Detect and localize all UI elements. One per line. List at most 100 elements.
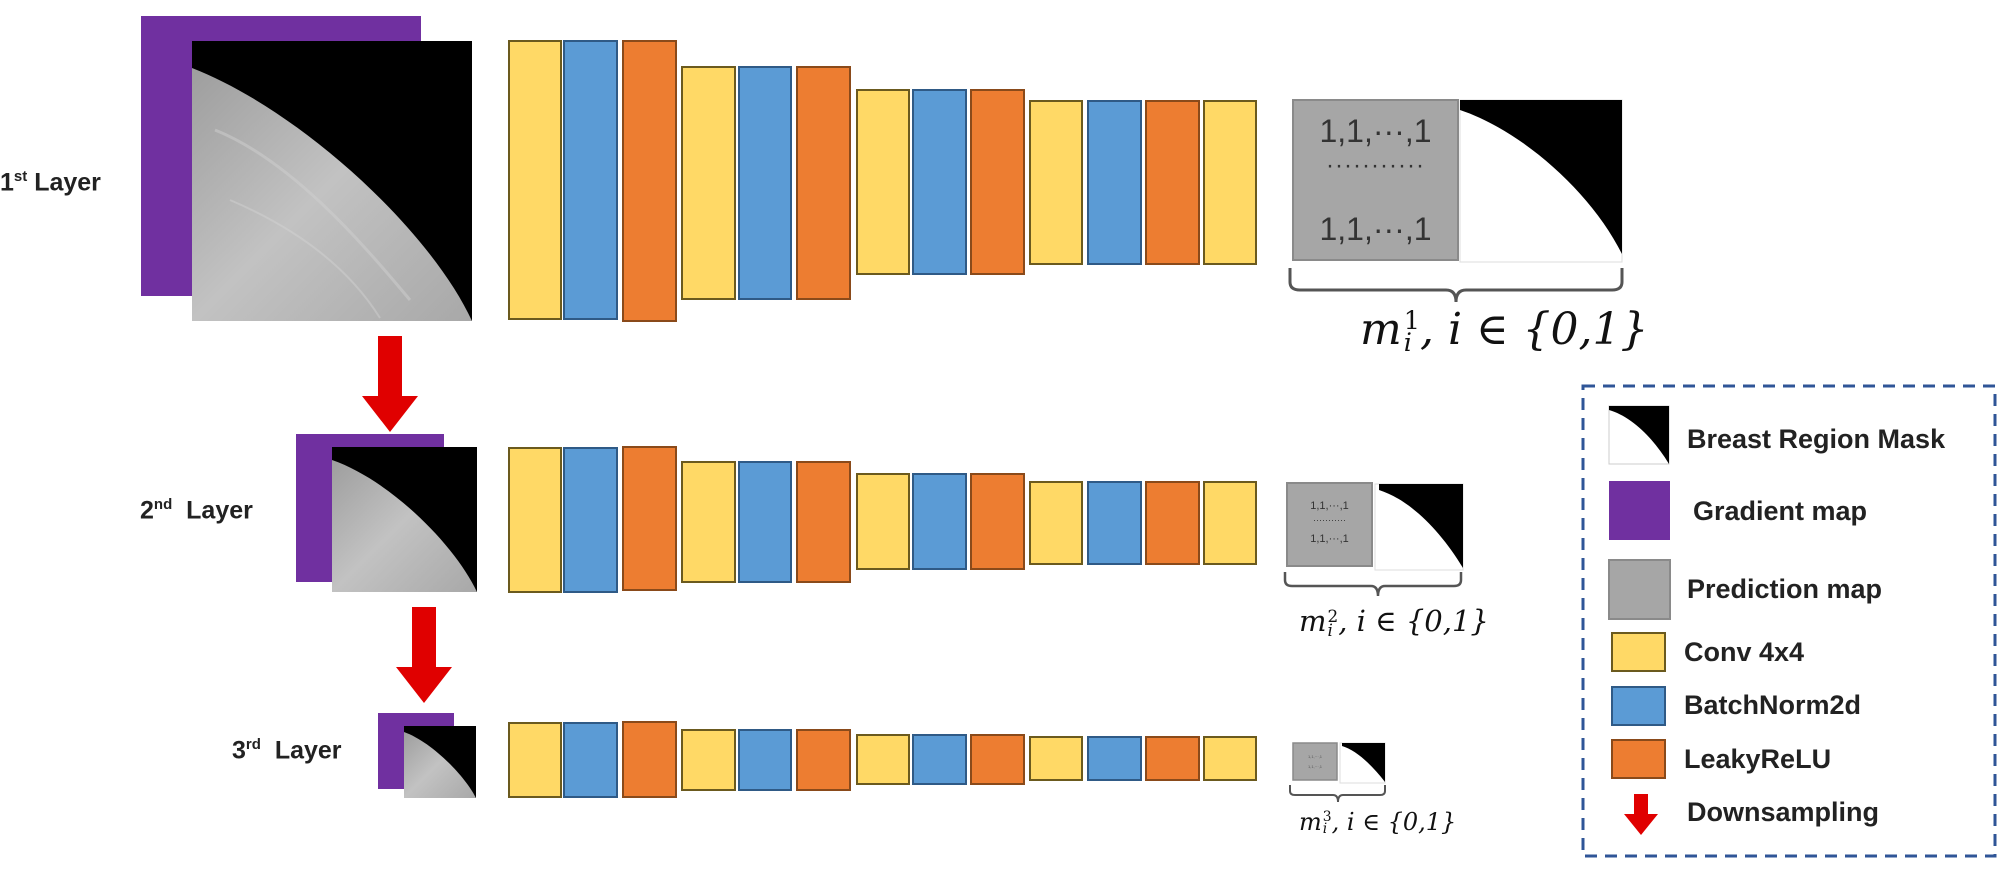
layer2-batchnorm-block-2 bbox=[563, 447, 618, 593]
mask-label-1-sub: i bbox=[1403, 327, 1412, 358]
layer2-conv-block-1 bbox=[508, 447, 562, 593]
layer1-leakyrelu-block-6 bbox=[796, 66, 851, 300]
mammogram-2 bbox=[332, 447, 477, 592]
layer1-batchnorm-block-8 bbox=[912, 89, 967, 275]
layer1-leakyrelu-block-9 bbox=[970, 89, 1025, 275]
layer3-blocks bbox=[508, 721, 1257, 798]
prediction-row-bottom-1: 1,1,···,1 bbox=[1319, 211, 1432, 247]
prediction-map-2 bbox=[1286, 482, 1373, 567]
layer3-batchnorm-block-5 bbox=[738, 729, 792, 791]
mask-label-1-rest: , i ∈ {0,1} bbox=[1419, 304, 1649, 355]
mammogram-1 bbox=[192, 41, 472, 321]
mask-label-2-m: m bbox=[1299, 604, 1327, 638]
prediction-row-top-1: 1,1,···,1 bbox=[1319, 113, 1432, 149]
legend-label-conv: Conv 4x4 bbox=[1684, 637, 1805, 667]
legend bbox=[1581, 384, 1997, 858]
mask-label-2-sub: i bbox=[1327, 620, 1333, 640]
layer2-conv-block-7 bbox=[856, 473, 910, 570]
layer-1-suffix: st bbox=[13, 168, 28, 185]
layer1-blocks bbox=[508, 40, 1257, 322]
brace-1 bbox=[1288, 268, 1624, 303]
layer1-conv-block-13 bbox=[1203, 100, 1257, 265]
legend-border bbox=[1581, 384, 1997, 858]
layer2-input bbox=[296, 434, 477, 592]
layer2-conv-block-4 bbox=[681, 461, 736, 583]
layer3-conv-block-13 bbox=[1203, 736, 1257, 781]
layer3-batchnorm-block-8 bbox=[912, 734, 967, 785]
prediction-dots-1: ··········· bbox=[1326, 152, 1425, 179]
downsampling-arrow-2 bbox=[396, 607, 452, 703]
layer-3-suffix: rd bbox=[245, 736, 261, 753]
prediction-row-bottom-2: 1,1,···,1 bbox=[1310, 533, 1349, 545]
orange-rect-icon bbox=[1611, 739, 1666, 779]
layer1-conv-block-4 bbox=[681, 66, 736, 300]
prediction-map-1 bbox=[1292, 99, 1459, 261]
layer2-leakyrelu-block-6 bbox=[796, 461, 851, 583]
layer-label-1: 1st Layer bbox=[0, 168, 101, 197]
layer-3-ordinal: 3 bbox=[232, 736, 246, 765]
legend-label-leakyrelu: LeakyReLU bbox=[1684, 744, 1832, 774]
mammogram-3 bbox=[404, 726, 476, 798]
layer2-batchnorm-block-11 bbox=[1087, 481, 1142, 565]
mask-label-3-sub: i bbox=[1322, 820, 1328, 837]
legend-label-gradient: Gradient map bbox=[1693, 496, 1868, 526]
mask-label-2-sup: 2 bbox=[1327, 605, 1339, 626]
layer3-leakyrelu-block-6 bbox=[796, 729, 851, 791]
mask-icon bbox=[1608, 405, 1670, 465]
layer-1-word: Layer bbox=[34, 168, 101, 197]
layer2-batchnorm-block-8 bbox=[912, 473, 967, 570]
layer1-batchnorm-block-5 bbox=[738, 66, 792, 300]
layer2-leakyrelu-block-9 bbox=[970, 473, 1025, 570]
layer1-batchnorm-block-11 bbox=[1087, 100, 1142, 265]
layer1-leakyrelu-block-12 bbox=[1145, 100, 1200, 265]
layer3-conv-block-10 bbox=[1029, 736, 1083, 781]
layer3-conv-block-4 bbox=[681, 729, 736, 791]
layer3-conv-block-7 bbox=[856, 734, 910, 785]
legend-label-batchnorm: BatchNorm2d bbox=[1684, 690, 1862, 720]
layer3-batchnorm-block-11 bbox=[1087, 736, 1142, 781]
prediction-row-bottom-3: 1,1,···,1 bbox=[1307, 764, 1322, 769]
layer3-input bbox=[378, 713, 476, 798]
brace-3 bbox=[1289, 785, 1386, 803]
red-down-arrow-icon bbox=[1624, 794, 1658, 835]
downsampling-arrow-1 bbox=[362, 336, 418, 432]
brace-2 bbox=[1283, 572, 1463, 597]
blue-rect-icon bbox=[1611, 686, 1666, 726]
legend-label-prediction: Prediction map bbox=[1687, 574, 1883, 604]
legend-label-downsampling: Downsampling bbox=[1687, 797, 1880, 827]
layer-2-ordinal: 2 bbox=[140, 496, 154, 525]
prediction-map-3 bbox=[1292, 742, 1338, 781]
output-layer1 bbox=[1288, 99, 1624, 303]
layer2-leakyrelu-block-12 bbox=[1145, 481, 1200, 565]
layer3-batchnorm-block-2 bbox=[563, 722, 618, 798]
layer-2-suffix: nd bbox=[153, 496, 173, 513]
layer3-conv-block-1 bbox=[508, 722, 562, 798]
layer1-batchnorm-block-2 bbox=[563, 40, 618, 320]
output-layer2 bbox=[1283, 482, 1464, 597]
mask-label-1-m: m bbox=[1360, 304, 1402, 355]
layer3-leakyrelu-block-3 bbox=[622, 721, 677, 798]
layer3-leakyrelu-block-12 bbox=[1145, 736, 1200, 781]
layer2-blocks bbox=[508, 446, 1257, 593]
mask-label-3-sup: 3 bbox=[1322, 808, 1332, 825]
layer1-conv-block-10 bbox=[1029, 100, 1083, 265]
mask-label-3-m: m bbox=[1299, 808, 1322, 836]
prediction-row-top-3: 1,1,···,1 bbox=[1307, 754, 1322, 759]
layer-label-2: 2nd Layer bbox=[140, 496, 253, 525]
layer1-leakyrelu-block-3 bbox=[622, 40, 677, 322]
mask-label-2-rest: , i ∈ {0,1} bbox=[1338, 604, 1489, 638]
layer2-batchnorm-block-5 bbox=[738, 461, 792, 583]
prediction-dots-2: ··········· bbox=[1313, 515, 1346, 525]
layer1-conv-block-1 bbox=[508, 40, 562, 320]
breast-mask-3 bbox=[1342, 743, 1385, 782]
prediction-row-top-2: 1,1,···,1 bbox=[1310, 500, 1349, 512]
mask-label-1-sup: 1 bbox=[1403, 305, 1420, 336]
layer1-conv-block-7 bbox=[856, 89, 910, 275]
layer-2-word: Layer bbox=[186, 496, 253, 525]
layer2-conv-block-13 bbox=[1203, 481, 1257, 565]
layer-label-3: 3rd Layer bbox=[232, 736, 342, 765]
